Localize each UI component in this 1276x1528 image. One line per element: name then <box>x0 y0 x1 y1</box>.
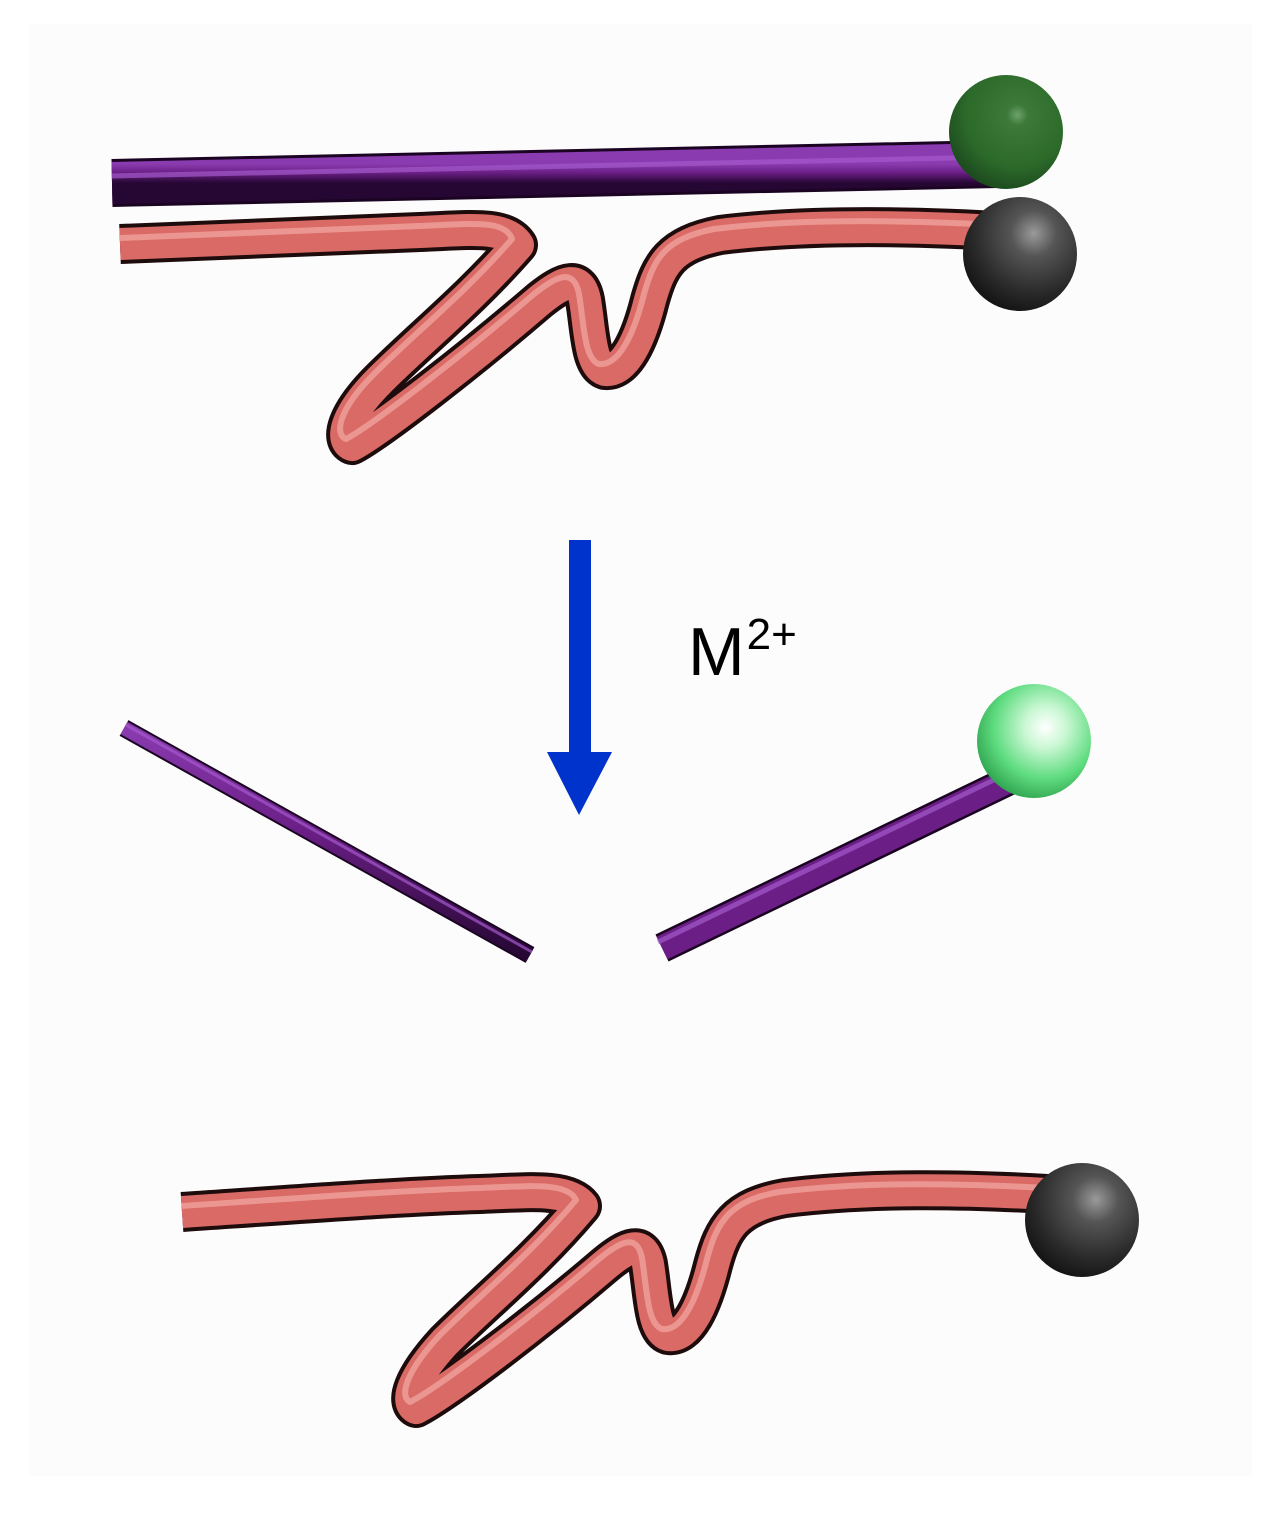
quencher-free-icon <box>1025 1163 1139 1277</box>
quencher-icon <box>963 197 1077 311</box>
substrate-fragment-left <box>119 720 535 963</box>
metal-ion-label: M2+ <box>688 613 797 687</box>
enzyme-strand <box>119 207 1017 465</box>
substrate-fragment-right <box>655 766 1017 962</box>
substrate-strand <box>111 140 999 207</box>
metal-ion-charge: 2+ <box>746 610 797 659</box>
enzyme-strand-free <box>180 1170 1082 1428</box>
reaction-arrow-icon <box>547 540 612 815</box>
cleaved-substrate <box>119 684 1091 963</box>
fluorophore-emitting-icon <box>977 684 1091 798</box>
intact-complex <box>111 75 1077 465</box>
metal-ion-symbol: M <box>688 614 745 690</box>
released-enzyme <box>180 1163 1139 1428</box>
fluorophore-quenched-icon <box>949 75 1063 189</box>
